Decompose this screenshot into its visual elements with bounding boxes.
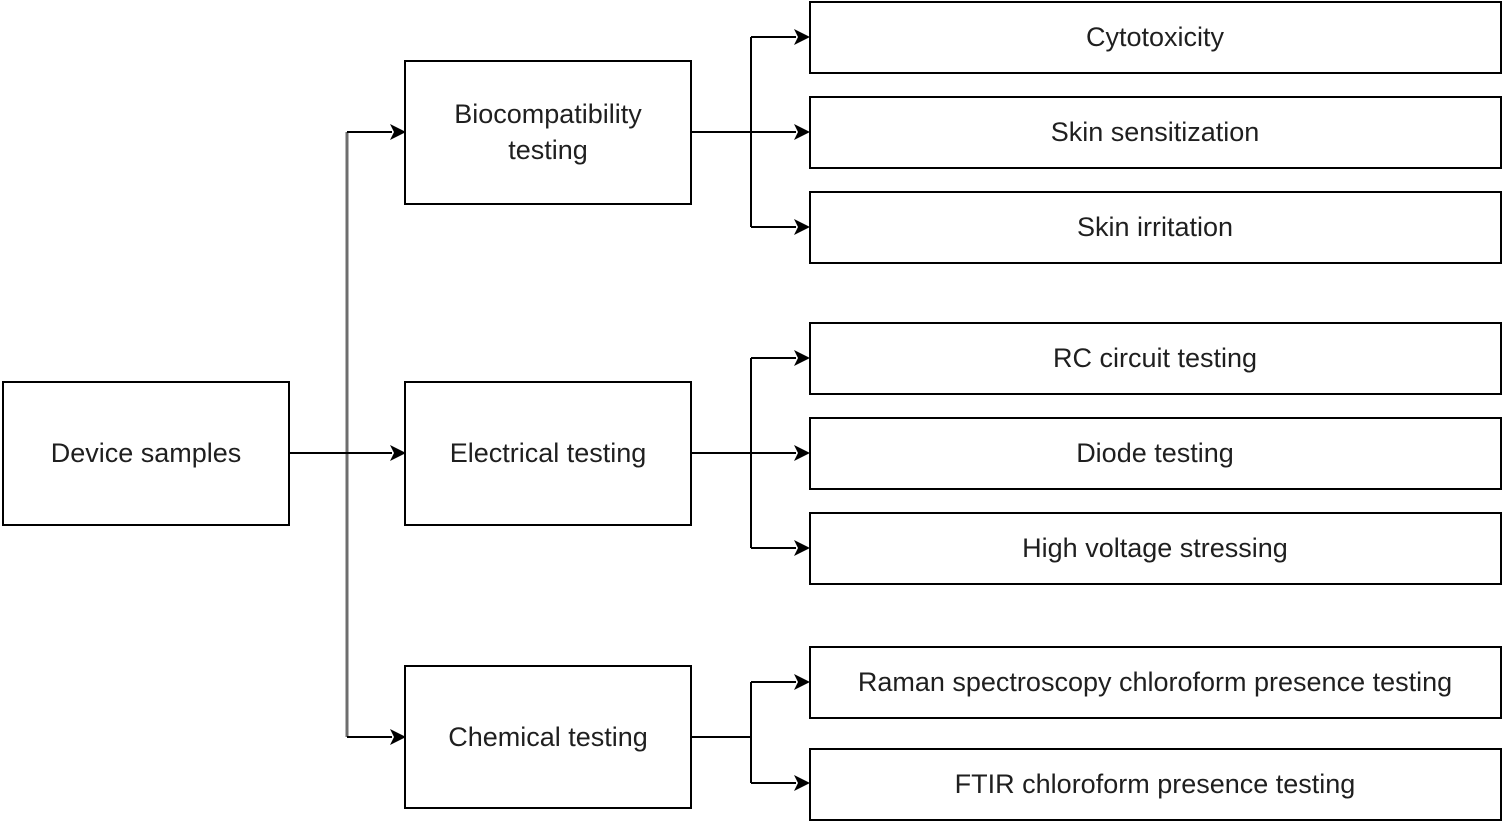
arrowhead-sensitization xyxy=(794,124,810,140)
node-label: Skin irritation xyxy=(1077,212,1233,242)
node-label: Electrical testing xyxy=(450,438,647,468)
arrowhead-raman xyxy=(794,674,810,690)
node-biocompatibility-testing: Biocompatibility testing xyxy=(404,60,692,205)
arrowhead-diode xyxy=(794,445,810,461)
node-label: Cytotoxicity xyxy=(1086,22,1225,52)
arrowhead-electrical xyxy=(390,445,406,461)
arrowhead-rc xyxy=(794,350,810,366)
node-skin-sensitization: Skin sensitization xyxy=(809,96,1502,169)
node-label: Device samples xyxy=(51,438,242,468)
node-raman-spectroscopy: Raman spectroscopy chloroform presence t… xyxy=(809,646,1502,719)
arrowhead-chemical xyxy=(390,729,406,745)
node-high-voltage-stressing: High voltage stressing xyxy=(809,512,1502,585)
node-label: Raman spectroscopy chloroform presence t… xyxy=(858,667,1452,697)
arrowhead-hv xyxy=(794,540,810,556)
arrowhead-ftir xyxy=(794,775,810,791)
node-device-samples: Device samples xyxy=(2,381,290,526)
arrowhead-biocompatibility xyxy=(390,124,406,140)
node-label: testing xyxy=(508,135,588,165)
node-label: FTIR chloroform presence testing xyxy=(955,769,1356,799)
node-label: Biocompatibility xyxy=(454,99,642,129)
node-skin-irritation: Skin irritation xyxy=(809,191,1502,264)
node-rc-circuit-testing: RC circuit testing xyxy=(809,322,1502,395)
node-label: RC circuit testing xyxy=(1053,343,1257,373)
node-ftir: FTIR chloroform presence testing xyxy=(809,748,1502,821)
connectors xyxy=(289,29,810,791)
arrowhead-irritation xyxy=(794,219,810,235)
node-label: Skin sensitization xyxy=(1051,117,1260,147)
arrowhead-cytotoxicity xyxy=(794,29,810,45)
chem-branch-line xyxy=(691,682,752,783)
node-electrical-testing: Electrical testing xyxy=(404,381,692,526)
node-cytotoxicity: Cytotoxicity xyxy=(809,1,1502,74)
node-chemical-testing: Chemical testing xyxy=(404,665,692,809)
node-diode-testing: Diode testing xyxy=(809,417,1502,490)
bio-branch-line xyxy=(691,37,752,227)
node-label: Diode testing xyxy=(1076,438,1234,468)
node-label: Chemical testing xyxy=(448,722,648,752)
elec-branch-line xyxy=(691,358,752,548)
node-label: High voltage stressing xyxy=(1022,533,1288,563)
